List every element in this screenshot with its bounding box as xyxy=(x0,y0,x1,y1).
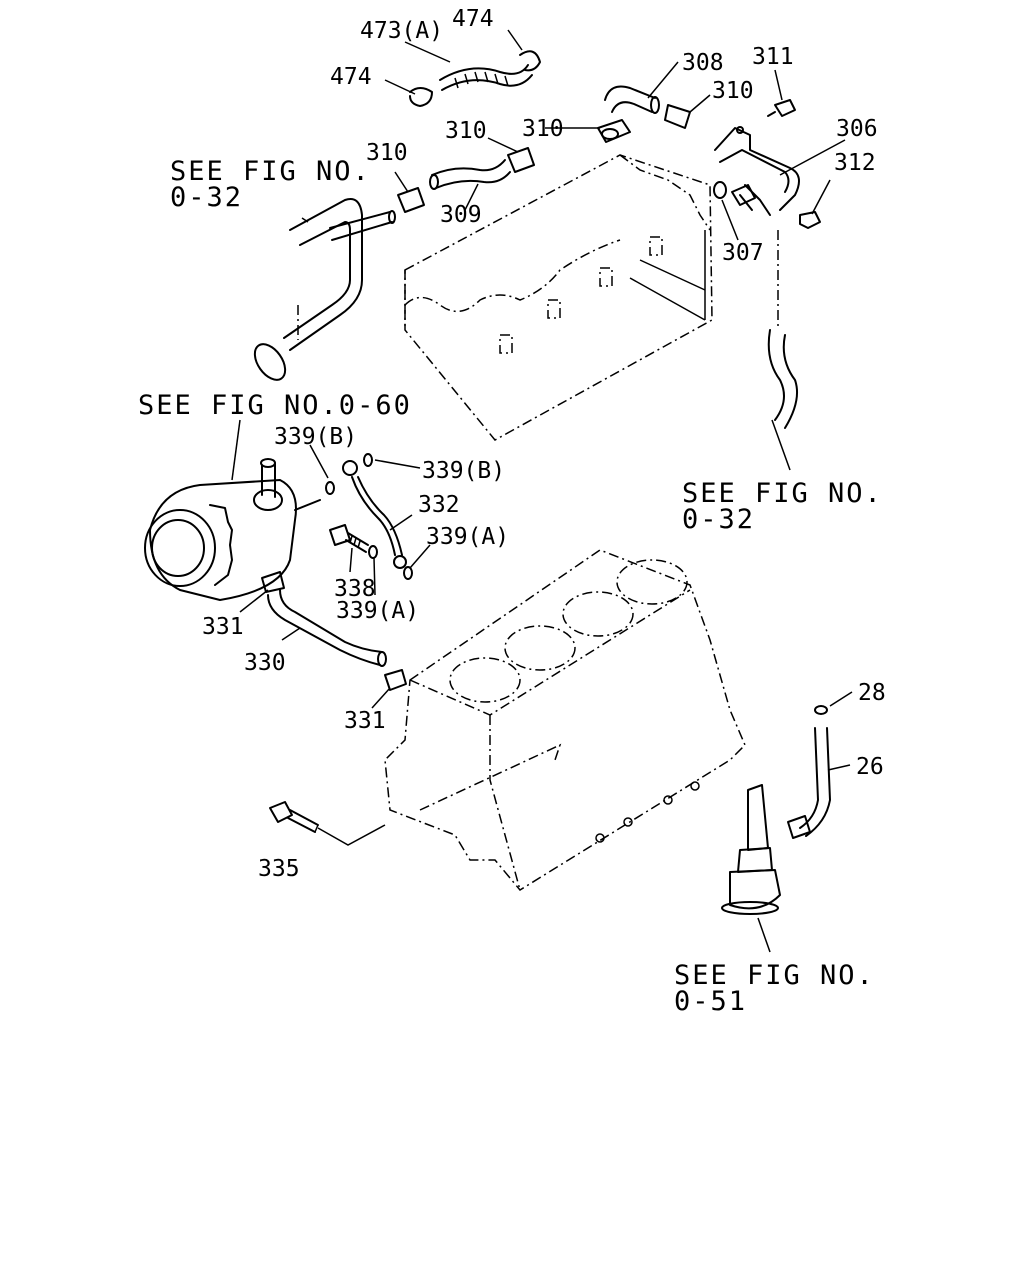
cylinder-head xyxy=(404,154,713,441)
label-312[interactable]: 312 xyxy=(834,150,876,176)
label-338[interactable]: 338 xyxy=(334,576,376,602)
label-331-top[interactable]: 331 xyxy=(202,614,244,640)
label-474-top[interactable]: 474 xyxy=(452,6,494,32)
washer-339b-left[interactable] xyxy=(325,481,335,495)
label-332[interactable]: 332 xyxy=(418,492,460,518)
hose-309[interactable] xyxy=(429,159,511,190)
oil-pipe-332[interactable] xyxy=(342,460,407,569)
nut-312[interactable] xyxy=(799,211,821,229)
label-310-a[interactable]: 310 xyxy=(712,78,754,104)
label-310-b[interactable]: 310 xyxy=(522,116,564,142)
ref-fig-060[interactable]: SEE FIG NO.0-60 xyxy=(138,390,412,421)
ref-fig-032-right-line1[interactable]: SEE FIG NO. xyxy=(682,478,883,509)
water-pipe-right xyxy=(767,230,798,429)
label-26[interactable]: 26 xyxy=(856,754,884,780)
label-339b-right[interactable]: 339(B) xyxy=(422,458,505,484)
cylinder-block xyxy=(384,549,746,891)
hose-473a[interactable] xyxy=(439,64,533,91)
oil-filter xyxy=(721,784,781,915)
clamp-310-308-left[interactable] xyxy=(597,119,631,143)
label-307[interactable]: 307 xyxy=(722,240,764,266)
clamp-331-bottom[interactable] xyxy=(384,669,407,691)
ref-fig-032-right-line2[interactable]: 0-32 xyxy=(682,504,755,535)
label-339b-left[interactable]: 339(B) xyxy=(274,424,357,450)
ref-fig-032-top-line2[interactable]: 0-32 xyxy=(170,182,243,213)
hose-330[interactable] xyxy=(267,589,387,667)
washer-339b-right[interactable] xyxy=(363,453,373,467)
leader-lines xyxy=(231,29,853,953)
label-335[interactable]: 335 xyxy=(258,856,300,882)
label-308[interactable]: 308 xyxy=(682,50,724,76)
ref-fig-051-line1[interactable]: SEE FIG NO. xyxy=(674,960,875,991)
part-labels: 473(A) 474 474 308 311 310 310 310 310 3… xyxy=(202,6,886,882)
clamp-310-309-left[interactable] xyxy=(397,187,425,213)
label-339a-left[interactable]: 339(A) xyxy=(336,598,419,624)
figure-references: SEE FIG NO. 0-32 SEE FIG NO.0-60 SEE FIG… xyxy=(138,156,883,1017)
label-309[interactable]: 309 xyxy=(440,202,482,228)
clamp-474-top[interactable] xyxy=(519,50,541,72)
stud-335[interactable] xyxy=(269,801,386,846)
clamp-331-top[interactable] xyxy=(261,571,285,593)
clamp-310-308-right[interactable] xyxy=(664,104,691,129)
clamp-310-309-right[interactable] xyxy=(507,147,535,173)
o-ring-307[interactable] xyxy=(713,181,727,199)
water-pipe-left xyxy=(253,198,396,381)
washer-339a-left[interactable] xyxy=(368,545,378,559)
oil-pipe-26[interactable] xyxy=(787,727,831,839)
label-330[interactable]: 330 xyxy=(244,650,286,676)
label-339a-right[interactable]: 339(A) xyxy=(426,524,509,550)
label-331-bottom[interactable]: 331 xyxy=(344,708,386,734)
ref-fig-051-line2[interactable]: 0-51 xyxy=(674,986,747,1017)
label-473a[interactable]: 473(A) xyxy=(360,18,443,44)
label-311[interactable]: 311 xyxy=(752,44,794,70)
label-306[interactable]: 306 xyxy=(836,116,878,142)
hose-308[interactable] xyxy=(604,85,660,114)
o-ring-28[interactable] xyxy=(814,705,828,715)
ref-fig-032-top-line1[interactable]: SEE FIG NO. xyxy=(170,156,371,187)
label-28[interactable]: 28 xyxy=(858,680,886,706)
label-310-c[interactable]: 310 xyxy=(445,118,487,144)
bolt-338[interactable] xyxy=(329,524,369,553)
clamp-474-left[interactable] xyxy=(409,87,433,107)
label-310-d[interactable]: 310 xyxy=(366,140,408,166)
fitting-307-pipe xyxy=(731,184,756,206)
vacuum-pump[interactable] xyxy=(144,458,321,601)
label-474-left[interactable]: 474 xyxy=(330,64,372,90)
washer-339a-right[interactable] xyxy=(403,566,413,580)
bolt-311[interactable] xyxy=(767,99,796,117)
